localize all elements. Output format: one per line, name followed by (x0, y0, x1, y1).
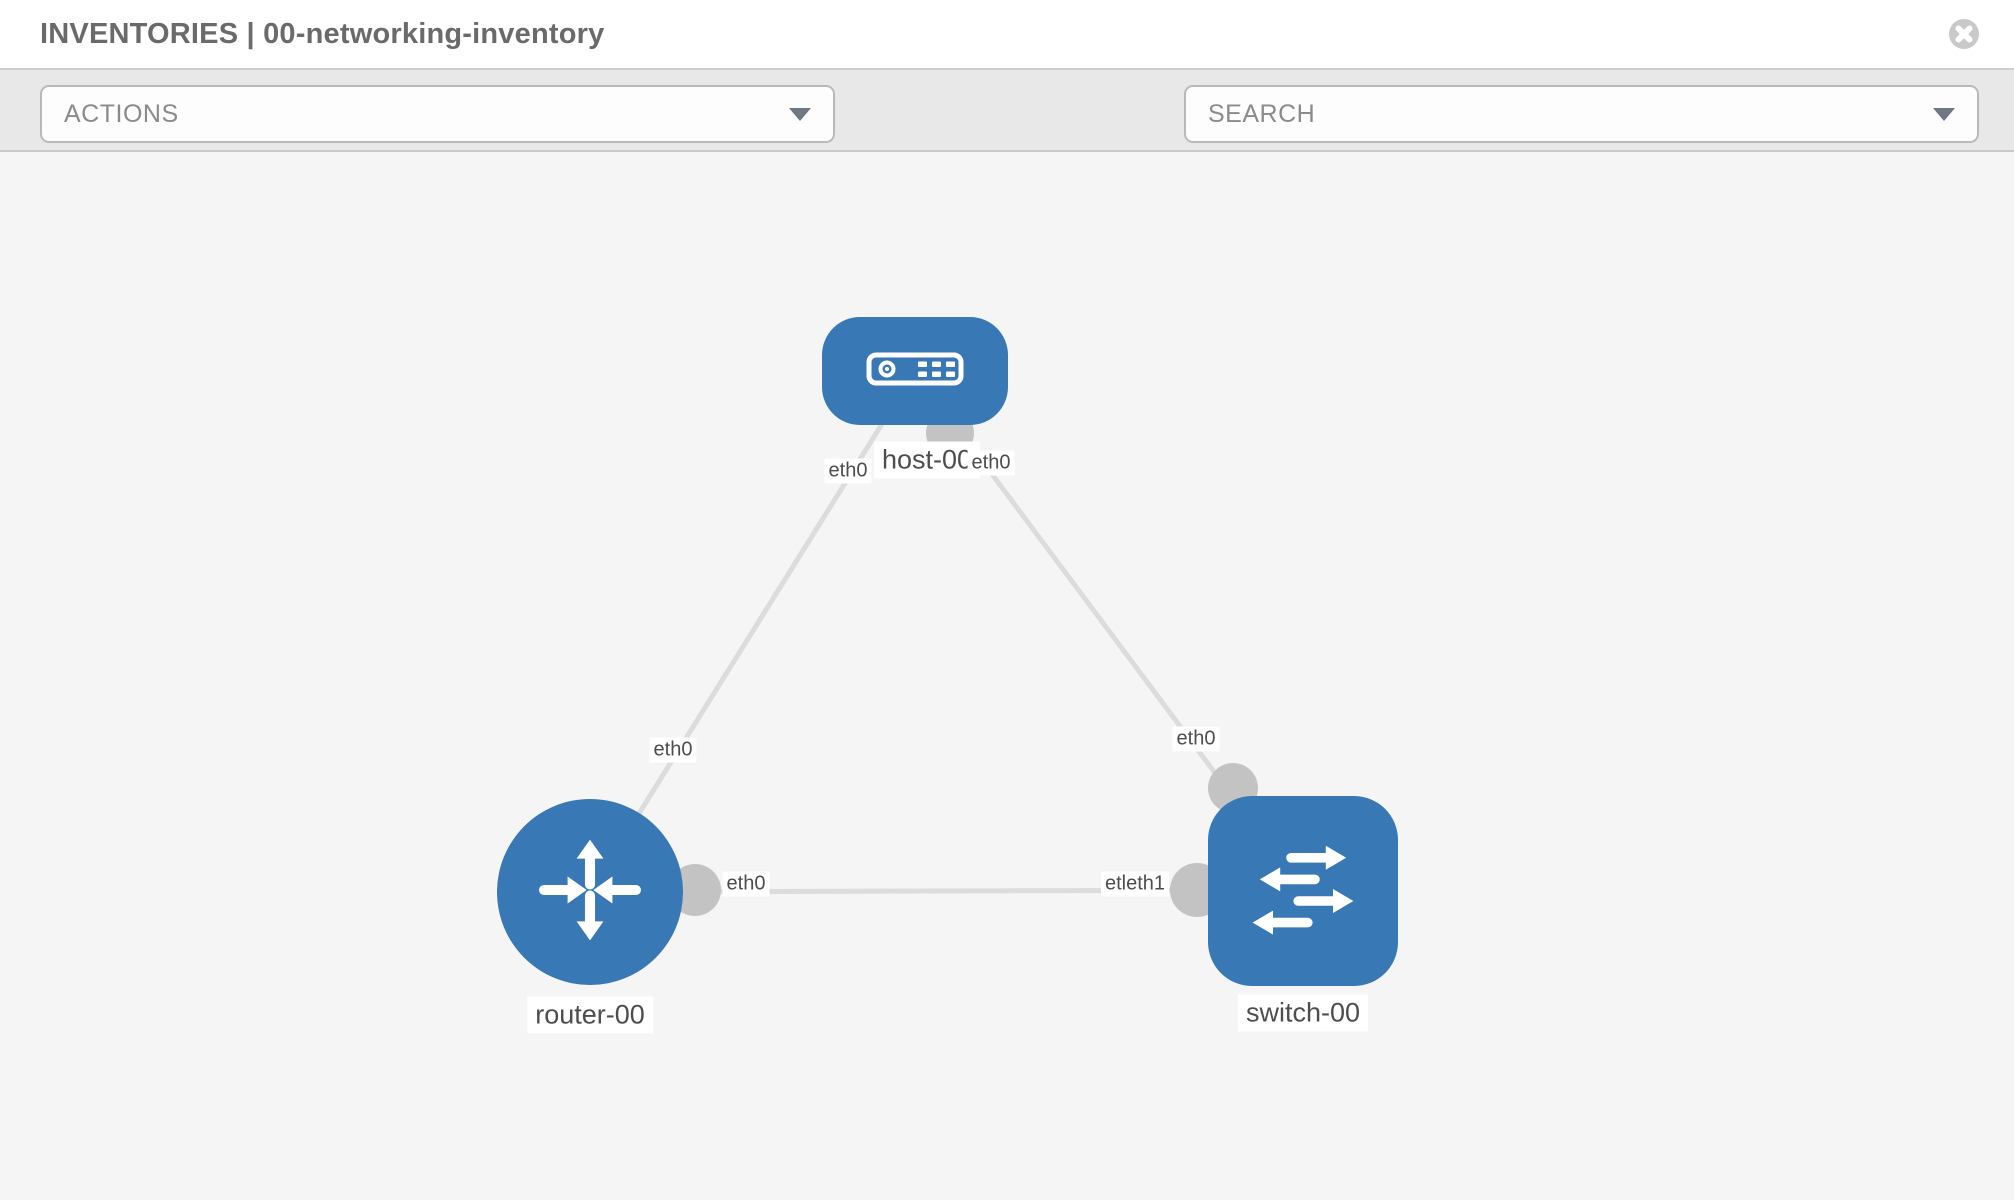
header: INVENTORIES | 00-networking-inventory (0, 0, 2014, 70)
node-host-00[interactable] (822, 317, 1008, 425)
node-label-router-00: router-00 (527, 996, 653, 1034)
page-title: INVENTORIES | 00-networking-inventory (40, 17, 605, 50)
chevron-down-icon (1933, 107, 1955, 121)
close-icon[interactable] (1948, 18, 1980, 50)
interface-label: etleth1 (1100, 871, 1170, 897)
interface-label: eth0 (824, 458, 872, 484)
interface-label: eth0 (722, 871, 770, 897)
topology-links (587, 369, 1306, 917)
toolbar: ACTIONS SEARCH (0, 70, 2014, 203)
actions-dropdown[interactable]: ACTIONS (40, 85, 835, 143)
node-label-switch-00: switch-00 (1237, 994, 1369, 1032)
node-router-00[interactable] (497, 799, 683, 985)
actions-dropdown-label: ACTIONS (64, 99, 179, 128)
node-switch-00[interactable] (1208, 796, 1398, 986)
interface-label: eth0 (1172, 726, 1220, 752)
server-icon (866, 352, 964, 391)
search-dropdown[interactable]: SEARCH (1184, 85, 1979, 143)
node-label-host-00: host-00 (873, 441, 981, 479)
link-router-host[interactable] (587, 369, 918, 894)
interface-label: eth0 (967, 450, 1015, 476)
search-dropdown-label: SEARCH (1208, 99, 1316, 128)
interface-label: eth0 (649, 737, 697, 763)
switch-arrows-icon (1243, 829, 1363, 954)
topology-canvas[interactable]: host-00 router-00 switch-00 eth0 eth0 et… (0, 152, 2014, 1200)
router-arrows-icon (534, 834, 646, 951)
chevron-down-icon (789, 107, 811, 121)
